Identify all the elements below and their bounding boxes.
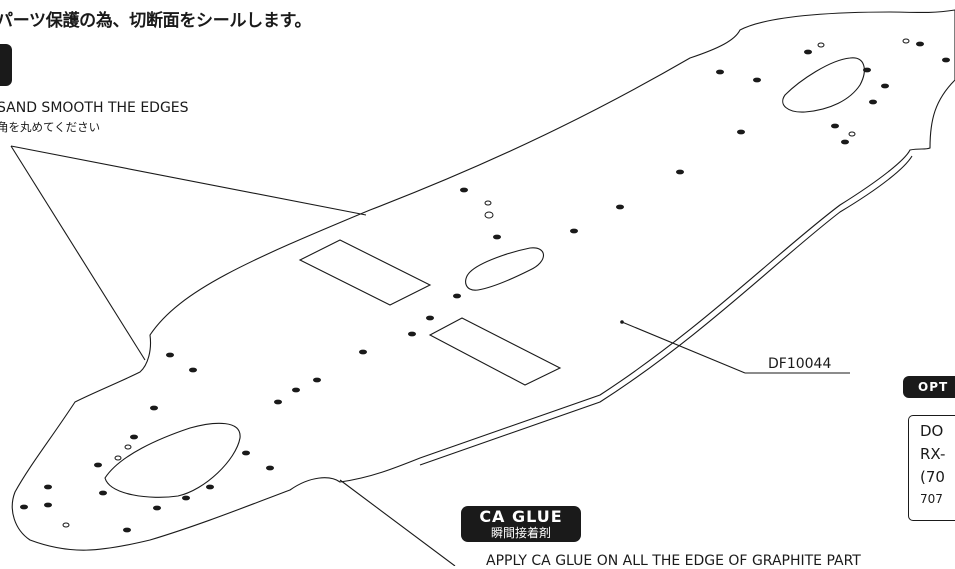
option-line: (70: [920, 468, 945, 486]
part-leader-dot: [620, 320, 624, 324]
leader-lines: [10, 145, 850, 566]
small-open-holes: [62, 38, 910, 528]
part-number-label: DF10044: [768, 356, 832, 372]
ca-glue-title: CA GLUE: [479, 507, 563, 526]
ca-glue-jp: 瞬間接着剤: [490, 526, 551, 540]
step-badge: [0, 44, 12, 86]
rear-cutout: [104, 422, 241, 498]
mounting-holes: [20, 41, 950, 533]
ca-glue-instruction: APPLY CA GLUE ON ALL THE EDGE OF GRAPHIT…: [486, 553, 861, 569]
sand-edges-note-en: SAND SMOOTH THE EDGES: [0, 100, 189, 116]
option-line: RX-: [920, 445, 946, 463]
option-box: [908, 415, 955, 521]
sand-edges-note-jp: 角を丸めてください: [0, 120, 101, 134]
cross-section-rear: [298, 239, 432, 306]
plate-thickness-edge: [419, 155, 913, 466]
option-line: DO: [920, 422, 944, 440]
cross-section-center: [428, 317, 562, 386]
option-line: 707: [920, 492, 943, 506]
ca-glue-badge: CA GLUE 瞬間接着剤: [461, 506, 581, 542]
header-instruction-text: パーツ保護の為、切断面をシールします。: [0, 11, 312, 31]
option-tab: OPT: [903, 376, 955, 398]
front-cutout: [782, 57, 865, 113]
center-slot: [465, 247, 545, 291]
